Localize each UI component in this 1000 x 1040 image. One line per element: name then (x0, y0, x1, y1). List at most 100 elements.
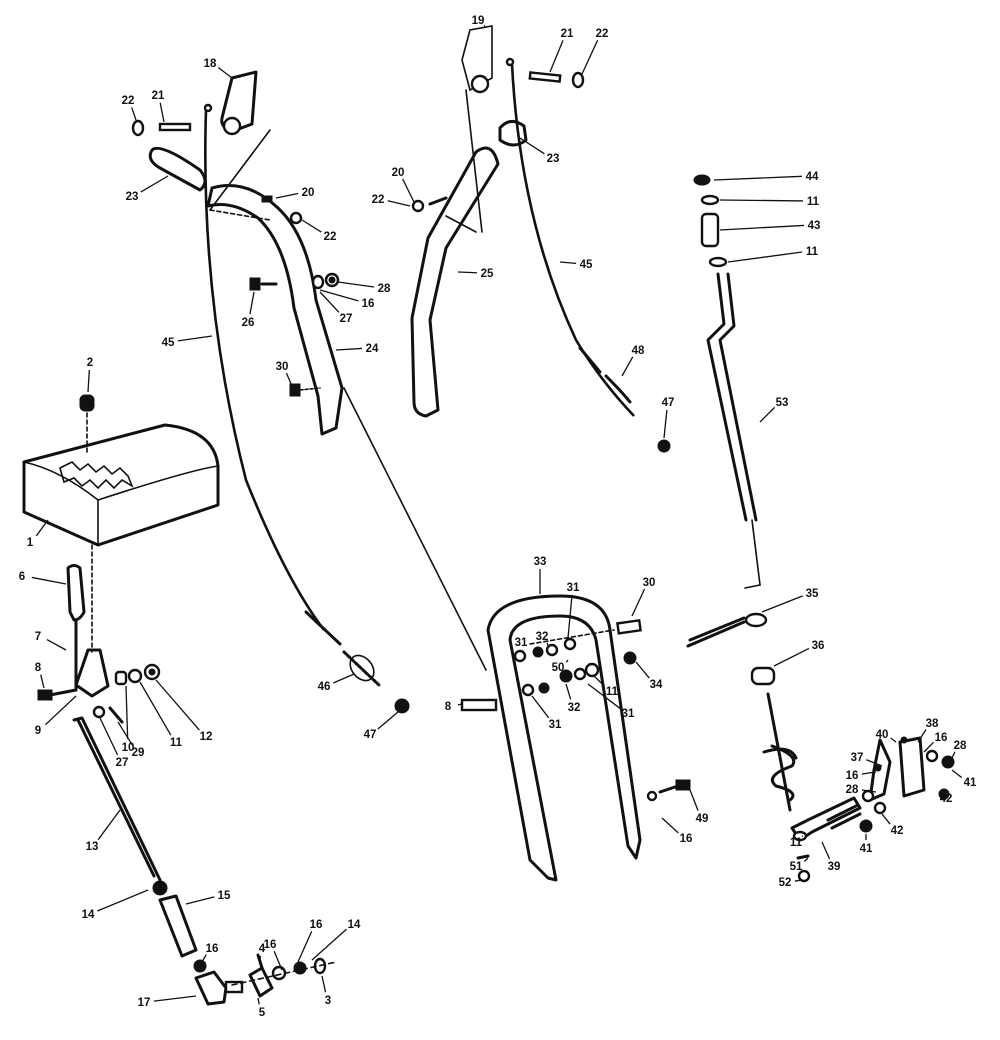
leader-line (661, 817, 679, 834)
callout-49: 49 (689, 789, 708, 825)
callout-22: 22 (122, 95, 137, 121)
callout-label: 16 (206, 943, 219, 955)
callout-label: 15 (218, 890, 231, 902)
callout-1: 1 (27, 519, 49, 549)
callout-22: 22 (581, 28, 609, 75)
callout-30: 30 (631, 577, 655, 617)
callout-11: 11 (719, 196, 820, 208)
leader-line (97, 889, 149, 912)
callout-45: 45 (162, 335, 213, 349)
callout-43: 43 (719, 220, 820, 232)
callout-39: 39 (821, 841, 840, 873)
leader-line (402, 178, 415, 203)
callout-label: 34 (650, 679, 663, 691)
callout-label: 16 (264, 939, 277, 951)
leader-line (531, 695, 550, 719)
leader-line (727, 251, 803, 263)
callout-9: 9 (35, 695, 77, 737)
callout-16: 16 (846, 770, 877, 782)
leader-line (125, 685, 129, 740)
callout-23: 23 (126, 175, 169, 203)
leader-line (319, 291, 340, 313)
leader-line (257, 997, 260, 1005)
leader-line (177, 335, 213, 342)
callout-27: 27 (99, 717, 129, 769)
callout-51: 51 (790, 857, 809, 873)
callout-31: 31 (567, 582, 580, 639)
leader-line (321, 975, 327, 993)
left-pin-parts (131, 119, 340, 397)
callout-label: 9 (35, 725, 41, 737)
callout-28: 28 (846, 784, 877, 796)
callout-18: 18 (204, 58, 233, 79)
callout-label: 16 (846, 770, 859, 782)
callout-24: 24 (335, 343, 379, 355)
leader-line (337, 281, 375, 288)
callout-label: 27 (116, 757, 129, 769)
callout-label: 22 (372, 194, 385, 206)
callout-45: 45 (559, 259, 593, 271)
callout-label: 14 (82, 909, 95, 921)
callout-13: 13 (86, 809, 121, 853)
bail-hardware-parts (460, 619, 691, 802)
callout-label: 14 (348, 919, 361, 931)
callout-label: 40 (876, 729, 889, 741)
callout-label: 22 (324, 231, 337, 243)
callout-3: 3 (321, 975, 331, 1007)
callout-23: 23 (519, 137, 559, 165)
leader-line (587, 683, 621, 709)
callout-label: 50 (552, 662, 565, 674)
callout-label: 22 (122, 95, 135, 107)
callout-label: 31 (515, 637, 528, 649)
callout-42: 42 (940, 790, 953, 805)
callout-37: 37 (851, 752, 883, 767)
leader-line (549, 40, 564, 73)
callout-label: 5 (259, 1007, 266, 1019)
leader-line (297, 930, 313, 963)
callout-label: 22 (596, 28, 609, 40)
leader-line (159, 102, 165, 123)
leader-line (46, 639, 67, 651)
callout-14: 14 (311, 919, 361, 961)
leader-line (917, 729, 927, 743)
callout-41: 41 (860, 834, 873, 855)
callout-label: 51 (790, 861, 803, 873)
callout-16: 16 (661, 817, 692, 845)
leader-line (581, 39, 599, 75)
callout-22: 22 (372, 194, 411, 207)
callout-8: 8 (35, 662, 45, 689)
callout-36: 36 (773, 640, 824, 667)
leader-line (87, 369, 90, 393)
callout-label: 11 (790, 837, 803, 849)
callout-31: 31 (587, 683, 635, 720)
callout-11: 11 (790, 835, 804, 849)
callout-label: 42 (940, 793, 953, 805)
leader-line (97, 809, 121, 841)
callout-25: 25 (457, 268, 494, 280)
callout-11: 11 (593, 675, 619, 698)
callout-22: 22 (301, 219, 337, 243)
callout-46: 46 (318, 673, 355, 693)
upper-rod-part (693, 174, 761, 589)
callout-15: 15 (185, 890, 231, 905)
callout-48: 48 (621, 345, 645, 377)
right-cable-part (505, 57, 671, 453)
callout-label: 17 (138, 997, 151, 1009)
callout-label: 11 (807, 196, 820, 208)
callout-label: 11 (806, 246, 819, 258)
callout-label: 19 (472, 15, 485, 27)
callout-label: 31 (549, 719, 562, 731)
leader-line (565, 683, 572, 700)
callout-label: 20 (392, 167, 405, 179)
leader-line (719, 199, 804, 202)
leader-line (861, 771, 877, 775)
callout-21: 21 (152, 90, 165, 123)
leader-line (546, 642, 549, 647)
leader-line (761, 595, 803, 613)
callout-35: 35 (761, 588, 819, 613)
callout-11: 11 (727, 246, 819, 263)
callout-4: 4 (259, 943, 266, 961)
leader-line (40, 674, 45, 689)
callout-label: 32 (568, 702, 581, 714)
callout-29: 29 (117, 721, 144, 759)
